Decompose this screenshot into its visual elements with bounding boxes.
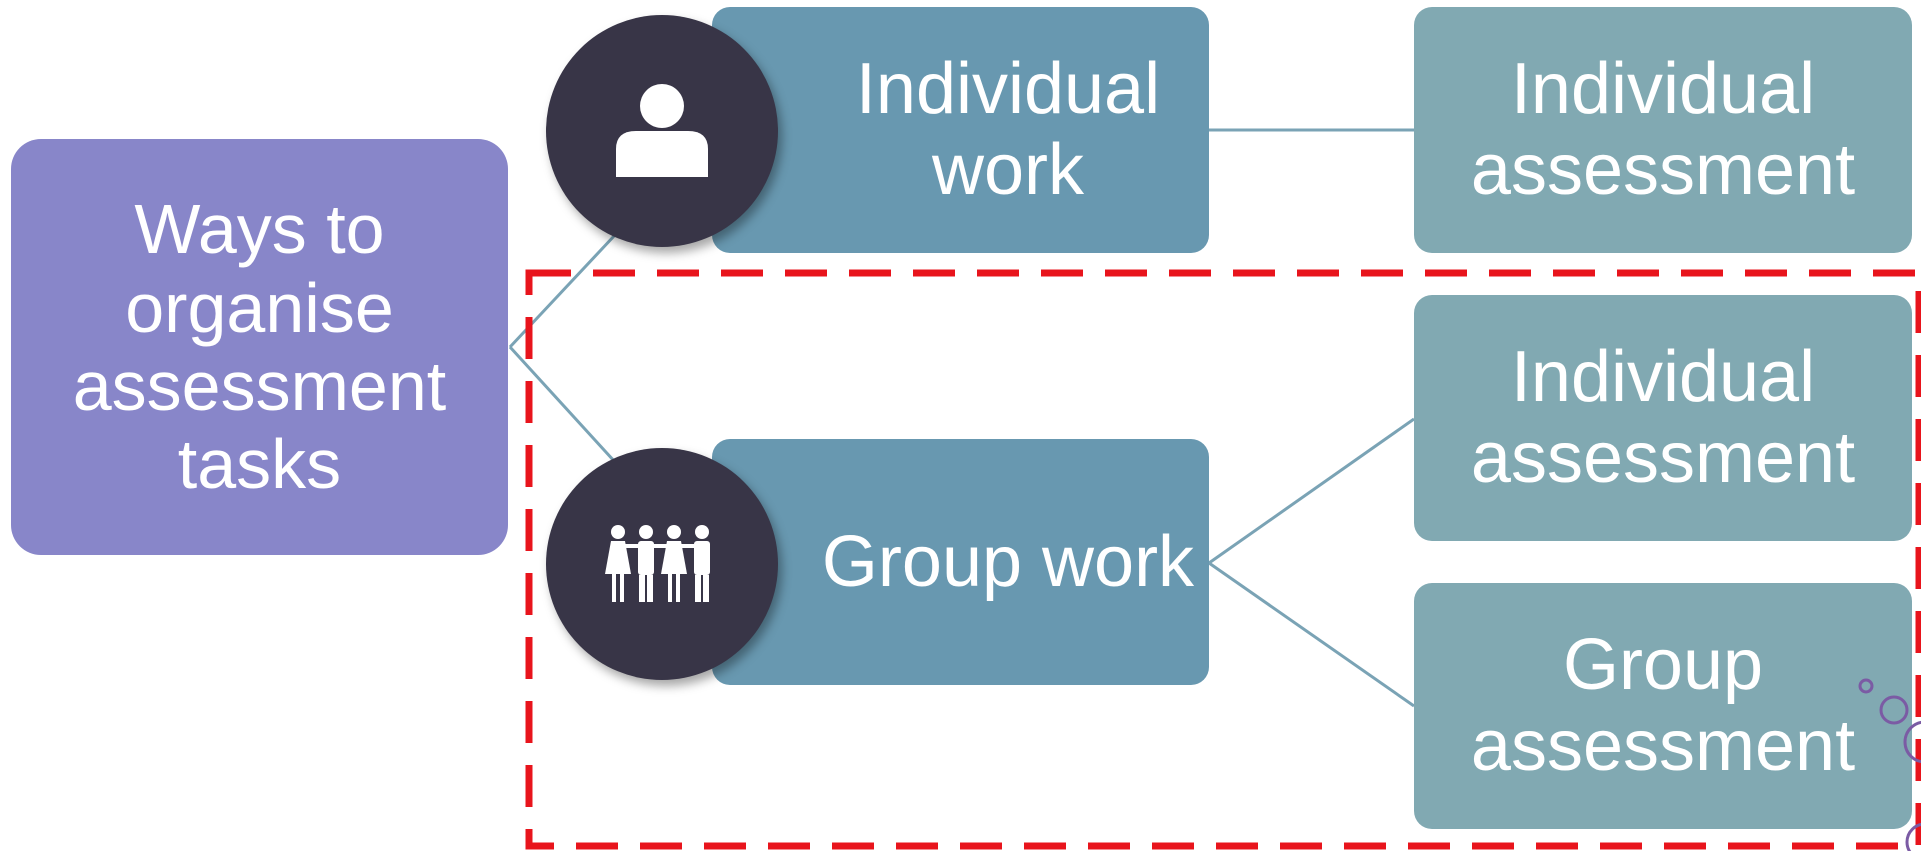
root-node-ways-to-organise: Ways to organise assessment tasks — [11, 139, 508, 555]
node-group-assessment: Group assessment — [1414, 583, 1912, 829]
connector-group-work-to-individual-assessment — [1208, 417, 1415, 565]
node-individual-assessment-2-label: Individual assessment — [1470, 337, 1856, 498]
root-node-label: Ways to organise assessment tasks — [72, 190, 447, 504]
connector-group-work-to-group-assessment — [1208, 561, 1415, 708]
node-individual-assessment-2: Individual assessment — [1414, 295, 1912, 541]
group-icon — [546, 448, 778, 680]
node-individual-assessment-1: Individual assessment — [1414, 7, 1912, 253]
decorative-bubble-small — [1858, 678, 1874, 694]
node-individual-assessment-1-label: Individual assessment — [1470, 49, 1856, 210]
node-group-work: Group work — [712, 439, 1209, 685]
node-individual-work-label: Individual work — [855, 49, 1161, 210]
node-individual-work: Individual work — [712, 7, 1209, 253]
person-icon — [546, 15, 778, 247]
highlight-dashed-box — [525, 269, 1921, 850]
connector-root-to-group-work — [508, 345, 617, 464]
decorative-bubble-medium — [1879, 695, 1909, 725]
decorative-bubble-large — [1903, 720, 1921, 764]
decorative-bubble-bottom — [1905, 822, 1921, 851]
node-group-work-label: Group work — [821, 521, 1195, 602]
node-group-assessment-label: Group assessment — [1470, 625, 1856, 786]
